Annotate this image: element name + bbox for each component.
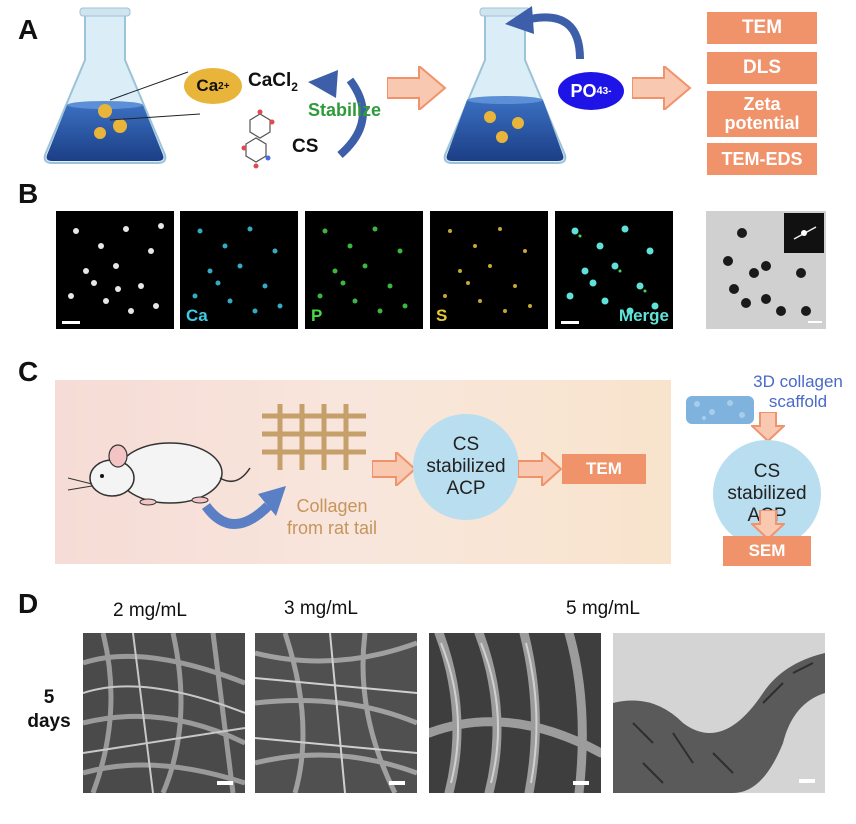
collagen-scaffold-icon bbox=[686, 396, 754, 424]
acp-line3: ACP bbox=[446, 478, 486, 499]
flask-icon bbox=[443, 7, 567, 164]
panel-label-d: D bbox=[18, 588, 39, 619]
scaffold-line2: scaffold bbox=[768, 392, 828, 411]
sem-image-5mg bbox=[429, 633, 601, 793]
scaffold-label: 3D collagen scaffold bbox=[738, 372, 856, 412]
rat-icon bbox=[67, 442, 251, 506]
row-label: 5 days bbox=[24, 686, 74, 734]
process-arrow-down bbox=[751, 412, 785, 442]
calcium-ion-label: Ca bbox=[196, 76, 219, 95]
conc-label-5: 5 mg/mL bbox=[566, 598, 640, 619]
fiber-texture bbox=[83, 633, 245, 793]
mineralized-fibril-texture bbox=[613, 633, 825, 793]
collagen-line1: Collagen bbox=[296, 496, 368, 516]
particle-dots bbox=[561, 225, 659, 324]
method-dls: DLS bbox=[707, 52, 817, 84]
scaffold-acp-line2: stabilized bbox=[727, 483, 807, 504]
particle-dots bbox=[62, 223, 164, 324]
acp-line1: CS bbox=[452, 434, 480, 455]
conc-label-2: 2 mg/mL bbox=[113, 600, 187, 621]
fiber-texture bbox=[429, 633, 601, 793]
fiber-texture bbox=[255, 633, 417, 793]
addition-arrow bbox=[505, 6, 584, 60]
process-arrow-right bbox=[387, 66, 447, 110]
phosphate-charge: 3- bbox=[602, 85, 612, 97]
process-arrow-right bbox=[518, 452, 562, 486]
scaffold-acp-line1: CS bbox=[753, 461, 781, 482]
cacl-text: CaCl bbox=[248, 70, 292, 91]
collagen-mesh-icon bbox=[262, 404, 366, 470]
calcium-charge: 2+ bbox=[218, 80, 230, 92]
acp-line2: stabilized bbox=[426, 456, 506, 477]
eds-map-haadf bbox=[56, 211, 174, 329]
extraction-arrow bbox=[202, 486, 286, 529]
eds-map-p: P bbox=[305, 211, 423, 329]
phosphate-subscript: 4 bbox=[596, 85, 603, 97]
method-tem: TEM bbox=[707, 12, 817, 44]
phosphate-label: PO bbox=[570, 80, 597, 101]
cacl-subscript: 2 bbox=[291, 79, 298, 94]
cs-label: CS bbox=[292, 136, 319, 157]
panel-label-b: B bbox=[18, 178, 39, 209]
process-arrow-down bbox=[751, 510, 785, 540]
tem-particles bbox=[706, 211, 826, 329]
scaffold-line1: 3D collagen bbox=[753, 372, 843, 391]
conc-label-3: 3 mg/mL bbox=[284, 598, 358, 619]
panel-label-a: A bbox=[18, 14, 39, 45]
process-arrow-right bbox=[632, 66, 692, 110]
particle-dots bbox=[192, 226, 283, 314]
collagen-line2: from rat tail bbox=[286, 518, 378, 538]
sem-image-2mg bbox=[83, 633, 245, 793]
tem-image-5mg bbox=[613, 633, 825, 793]
callout-lines bbox=[110, 71, 201, 121]
tem-box: TEM bbox=[562, 454, 646, 484]
particle-dots bbox=[317, 226, 408, 314]
map-label-ca: Ca bbox=[186, 306, 208, 325]
eds-map-merge: Merge bbox=[555, 211, 673, 329]
sem-box: SEM bbox=[723, 536, 811, 566]
eds-map-s: S bbox=[430, 211, 548, 329]
collagen-source-label: Collagen from rat tail bbox=[272, 495, 392, 539]
row-label-number: 5 bbox=[43, 687, 55, 708]
map-label-merge: Merge bbox=[618, 306, 669, 325]
sem-image-3mg bbox=[255, 633, 417, 793]
flask-icon bbox=[43, 7, 167, 164]
stabilize-arrow bbox=[308, 70, 367, 159]
method-tem-eds: TEM-EDS bbox=[707, 143, 817, 175]
eds-map-ca: Ca bbox=[180, 211, 298, 329]
tem-image bbox=[706, 211, 826, 329]
row-label-unit: days bbox=[27, 711, 71, 732]
panel-label-c: C bbox=[18, 356, 39, 387]
stabilize-label: Stabilize bbox=[308, 100, 382, 120]
map-label-s: S bbox=[436, 306, 448, 325]
chondroitin-sulfate-molecule-icon bbox=[241, 109, 275, 169]
map-label-p: P bbox=[311, 306, 323, 325]
cacl2-label: CaCl2 bbox=[248, 70, 298, 94]
process-arrow-right bbox=[372, 452, 416, 486]
cs-stabilized-acp-node: CS stabilized ACP bbox=[413, 414, 519, 520]
method-zeta: Zeta potential bbox=[707, 91, 817, 137]
particle-dots bbox=[443, 227, 532, 313]
